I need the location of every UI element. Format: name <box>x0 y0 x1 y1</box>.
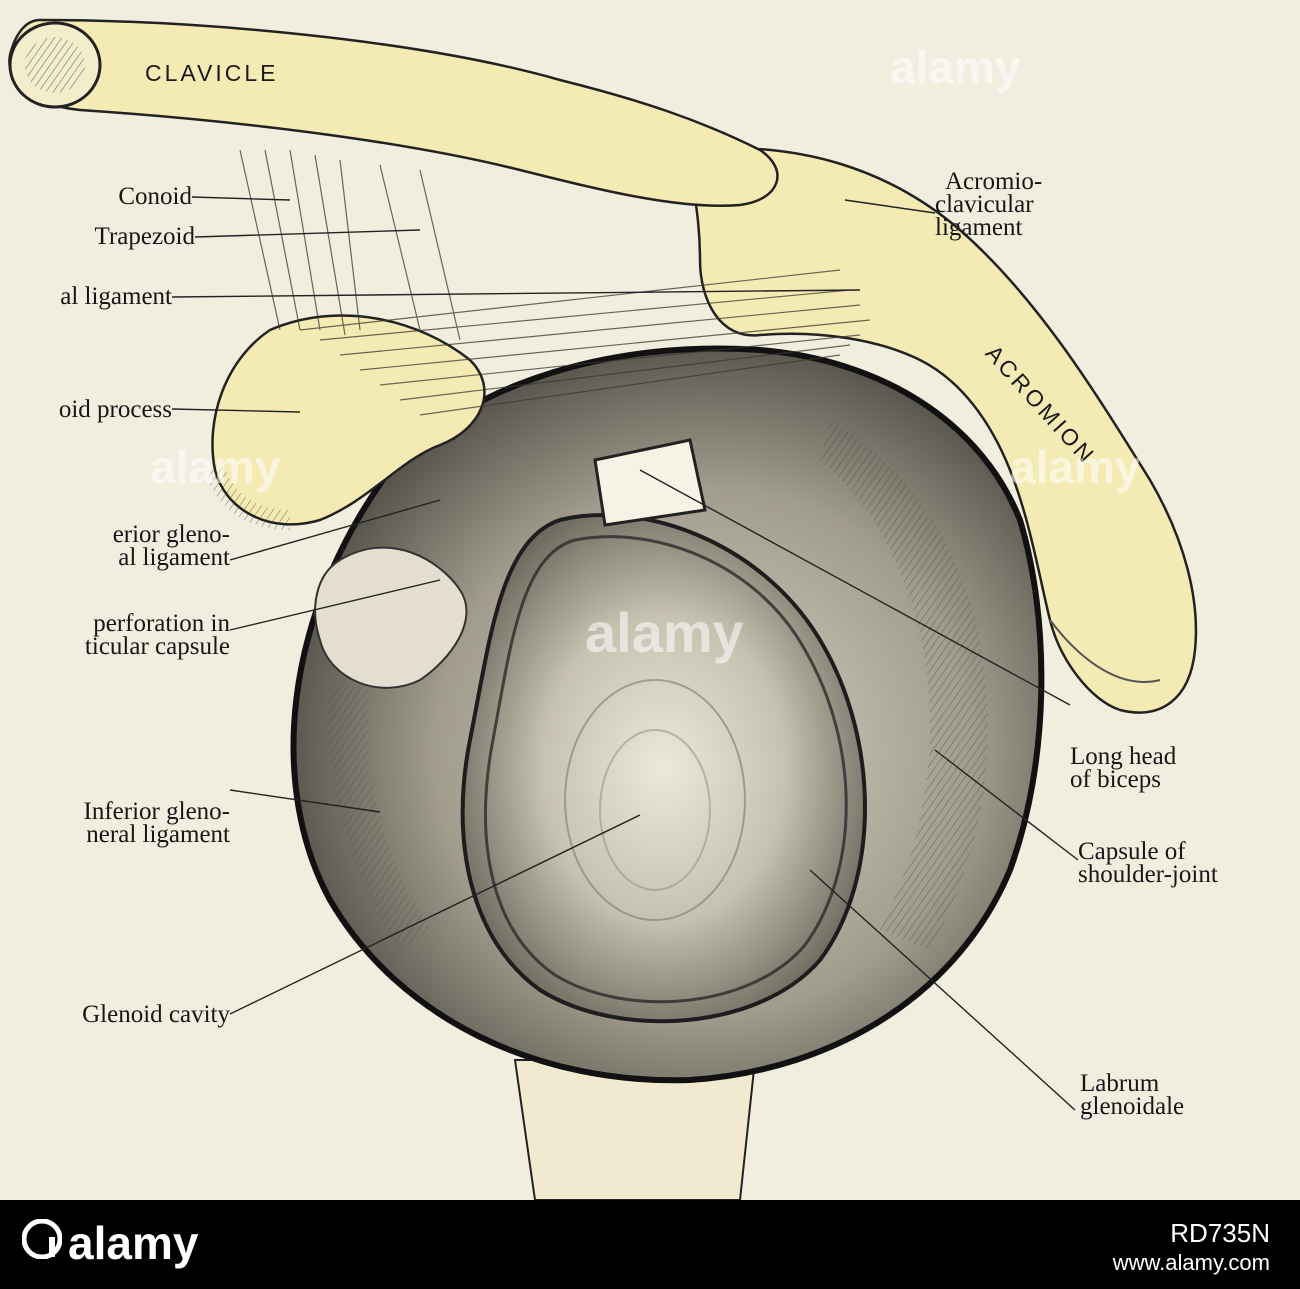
label-trapezoid: Trapezoid <box>94 223 195 250</box>
alamy-wordmark: alamy <box>68 1217 199 1269</box>
label-coracoid-process: oid process <box>58 396 172 423</box>
label-glenoid-cavity: Glenoid cavity <box>82 1001 230 1028</box>
label-coracoacromial-ligament: al ligament <box>60 283 172 310</box>
biceps-tendon <box>593 438 707 527</box>
image-id: RD735N <box>1170 1218 1270 1248</box>
label-superior-glenohumeral-ligament: erior gleno-al ligament <box>112 521 230 571</box>
anatomical-illustration: CLAVICLE ACROMION Conoid Trapezoid al li… <box>8 18 1218 1200</box>
label-inferior-glenohumeral-ligament: Inferior gleno-neral ligament <box>83 798 230 848</box>
ligament-fibres <box>239 149 871 416</box>
alamy-a-icon <box>21 1216 63 1270</box>
glenoid-cavity <box>460 513 867 1024</box>
coracoid-process <box>211 314 486 526</box>
leader-lines <box>171 196 1079 1111</box>
shoulder-joint-drawing <box>8 18 1198 1200</box>
stock-footer-bar: alamy RD735N www.alamy.com <box>0 1200 1300 1289</box>
alamy-logo: alamy <box>21 1216 199 1270</box>
labrum-ring <box>484 535 848 1004</box>
site-url[interactable]: www.alamy.com <box>1112 1250 1270 1275</box>
clavicle-bone <box>8 18 779 208</box>
clavicle-bone-label: CLAVICLE <box>145 60 279 86</box>
acromion-bone <box>688 146 1198 714</box>
label-conoid: Conoid <box>118 183 192 210</box>
